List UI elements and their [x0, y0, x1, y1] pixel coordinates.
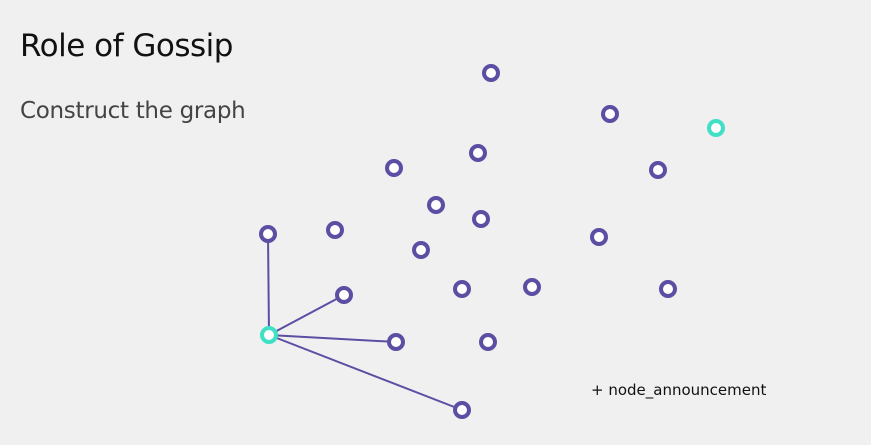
graph-node	[412, 241, 430, 259]
graph-node	[472, 210, 490, 228]
graph-nodes	[259, 64, 725, 419]
graph-node	[385, 159, 403, 177]
graph-node	[659, 280, 677, 298]
graph-node	[335, 286, 353, 304]
graph-edges	[267, 233, 463, 411]
graph-node	[387, 333, 405, 351]
graph-node	[453, 280, 471, 298]
graph-node	[453, 401, 471, 419]
graph-node	[601, 105, 619, 123]
graph-node	[259, 225, 277, 243]
graph-edge	[267, 233, 270, 336]
slide-subtitle: Construct the graph	[20, 98, 246, 124]
graph-node-highlighted	[260, 326, 278, 344]
graph-node	[590, 228, 608, 246]
graph-node	[479, 333, 497, 351]
node-announcement-label: + node_announcement	[591, 381, 767, 399]
graph-edge	[268, 334, 397, 343]
graph-node-highlighted	[707, 119, 725, 137]
graph-edge	[268, 334, 463, 411]
graph-node	[469, 144, 487, 162]
graph-node	[482, 64, 500, 82]
graph-node	[523, 278, 541, 296]
graph-node	[649, 161, 667, 179]
graph-node	[427, 196, 445, 214]
graph-edge	[268, 294, 345, 336]
graph-node	[326, 221, 344, 239]
slide-title: Role of Gossip	[20, 28, 233, 64]
